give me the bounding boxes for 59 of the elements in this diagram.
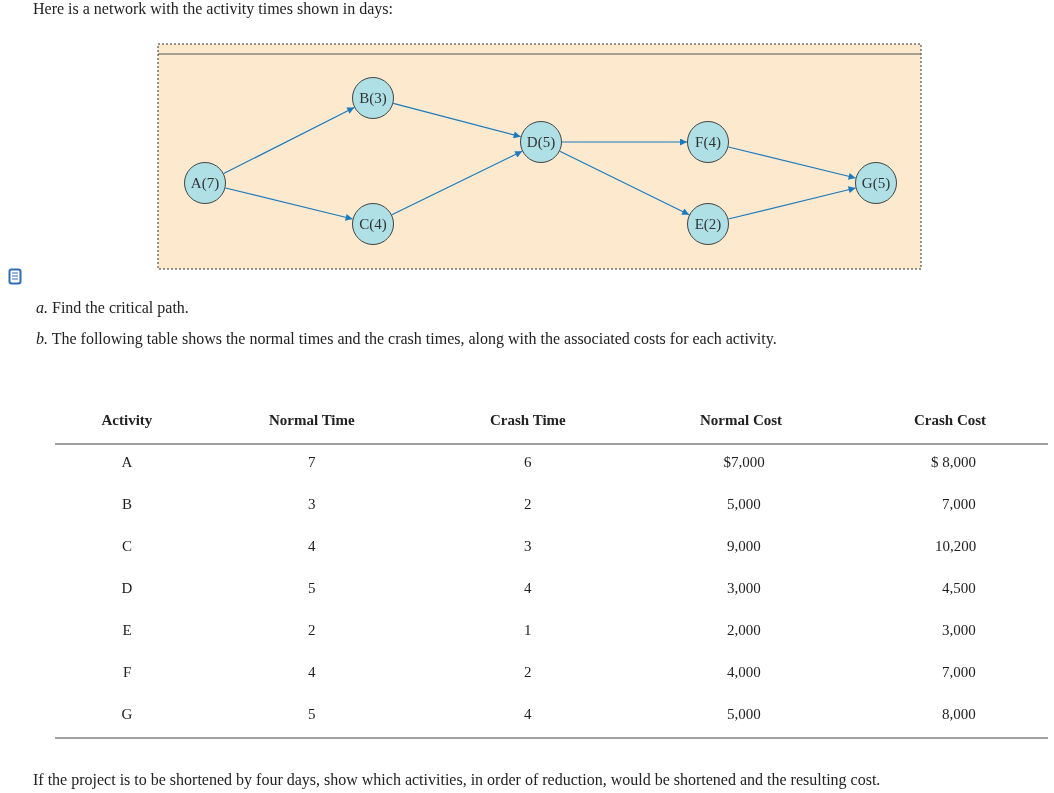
table-cell: 3,000 [942, 622, 976, 639]
column-header: Normal Cost [700, 412, 783, 429]
table-cell: 7,000 [942, 664, 976, 681]
table-cell: 2 [524, 664, 532, 681]
column-header: Activity [101, 412, 153, 429]
table-cell: 7 [308, 454, 316, 471]
table-cell: 5 [308, 580, 316, 597]
table-cell: 5,000 [727, 706, 761, 723]
table-cell: 2 [524, 496, 532, 513]
arrow [223, 106, 355, 175]
arrow [559, 150, 690, 216]
table-cell: 3,000 [727, 580, 761, 597]
question-text: If the project is to be shortened by four days, show which activities, in order of reduction, would be shortened and the resulting cost. [33, 771, 881, 790]
table-cell: 4 [308, 538, 316, 555]
table-cell: 6 [524, 454, 532, 471]
table-cell: D [121, 580, 133, 597]
table-cell: 8,000 [942, 706, 976, 723]
question-text: b. The following table shows the normal times and the crash times, along with the associated costs for each activity. [36, 330, 777, 349]
table-cell: 4,000 [727, 664, 761, 681]
arrow [727, 146, 857, 180]
activity-label: G(5) [861, 174, 891, 192]
activity-label: F(4) [695, 133, 721, 151]
activity-label: E(2) [694, 215, 722, 233]
table-cell: 3 [524, 538, 532, 555]
intro-text: Here is a network with the activity times shown in days: [33, 0, 393, 19]
table-cell: 4 [524, 706, 532, 723]
table-cell: B [122, 496, 132, 513]
arrow [392, 102, 522, 139]
table-cell: F [123, 664, 132, 681]
column-header: Crash Time [490, 412, 566, 429]
table-cell: C [122, 538, 132, 555]
activity-label: A(7) [190, 174, 220, 192]
table-cell: E [122, 622, 132, 639]
activity-label: B(3) [359, 89, 387, 107]
arrow [224, 187, 354, 221]
table-cell: 4 [308, 664, 316, 681]
table-cell: 2 [308, 622, 316, 639]
table-cell: A [121, 454, 133, 471]
activity-label: C(4) [359, 215, 387, 233]
arrow [727, 186, 857, 220]
table-cell: 4,500 [942, 580, 976, 597]
table-cell: 2,000 [727, 622, 761, 639]
arrow [391, 150, 523, 216]
column-header: Normal Time [269, 412, 355, 429]
table-cell: 3 [308, 496, 316, 513]
table-cell: 10,200 [935, 538, 977, 555]
table-cell: 4 [524, 580, 532, 597]
table-cell: 7,000 [942, 496, 976, 513]
activity-label: D(5) [526, 133, 556, 151]
question-text: a. Find the critical path. [36, 299, 189, 318]
table-cell: 1 [524, 622, 532, 639]
table-cell: 5 [308, 706, 316, 723]
table-cell: G [121, 706, 133, 723]
table-cell: 9,000 [727, 538, 761, 555]
column-header: Crash Cost [914, 412, 987, 429]
table-cell: $7,000 [723, 454, 765, 471]
table-cell: $ 8,000 [931, 454, 976, 471]
table-cell: 5,000 [727, 496, 761, 513]
arrow [561, 138, 688, 146]
